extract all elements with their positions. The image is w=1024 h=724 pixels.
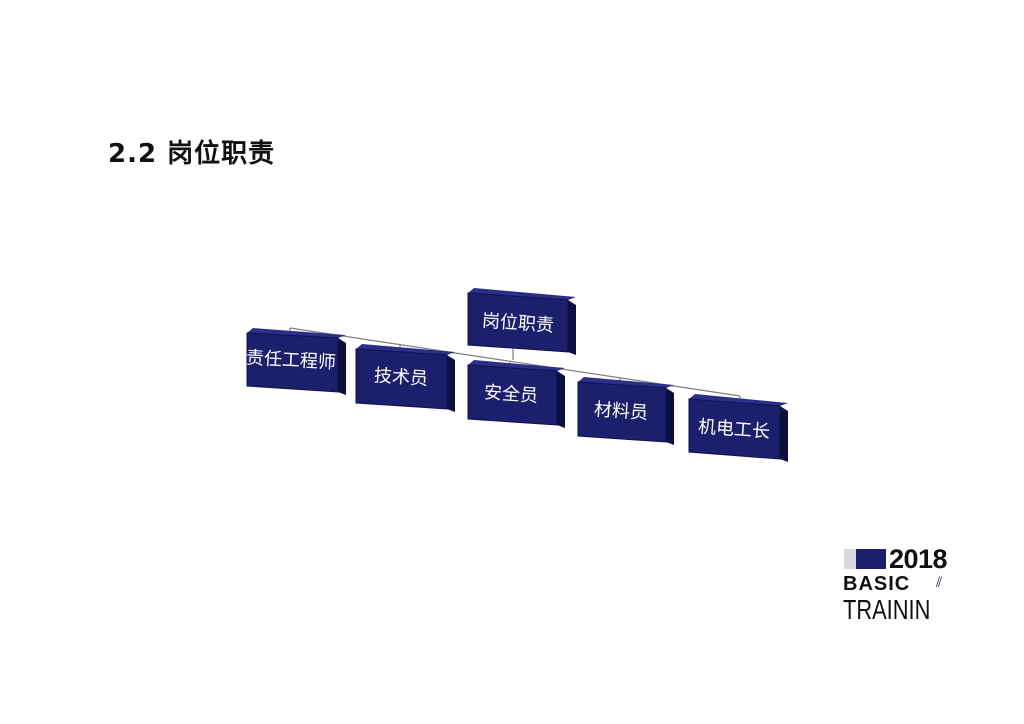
brand-logo: 2018 BASIC ⫽ TRAININ: [840, 544, 960, 626]
node-child-1: 责任工程师: [245, 328, 346, 395]
logo-year: 2018: [889, 544, 948, 574]
logo-bar-light: [844, 549, 856, 569]
node-child-4-label: 材料员: [593, 399, 648, 424]
node-child-5: 机电工长: [688, 394, 788, 462]
node-child-3: 安全员: [467, 360, 565, 428]
node-root: 岗位职责: [467, 288, 576, 355]
node-child-1-face: [246, 332, 339, 393]
logo-training: TRAININ: [843, 594, 931, 625]
node-root-label: 岗位职责: [481, 311, 554, 337]
node-child-4-side: [666, 388, 674, 445]
logo-slash-icon: ⫽: [936, 575, 943, 591]
node-child-2-face: [355, 348, 448, 410]
page-title: 2.2 岗位职责: [108, 139, 276, 169]
node-root-face: [467, 292, 569, 353]
logo-bar-dark: [856, 549, 886, 569]
node-child-1-top: [247, 328, 346, 338]
node-child-4: 材料员: [577, 377, 674, 445]
node-child-2: 技术员: [355, 344, 455, 412]
node-child-2-top: [356, 344, 455, 355]
node-child-3-label: 安全员: [483, 382, 538, 407]
logo-basic: BASIC: [843, 573, 911, 595]
node-root-top: [468, 288, 576, 300]
node-child-5-face: [688, 398, 781, 460]
node-child-5-side: [780, 406, 788, 462]
node-child-3-side: [557, 371, 565, 428]
node-child-1-side: [338, 338, 346, 395]
node-child-2-label: 技术员: [373, 365, 428, 390]
node-child-3-face: [467, 364, 558, 426]
node-child-1-label: 责任工程师: [245, 348, 336, 374]
node-root-side: [568, 300, 576, 355]
node-child-3-top: [468, 360, 565, 371]
node-child-5-top: [689, 394, 788, 406]
node-child-2-side: [447, 355, 455, 412]
node-child-4-top: [578, 377, 674, 388]
node-child-4-face: [577, 381, 667, 443]
